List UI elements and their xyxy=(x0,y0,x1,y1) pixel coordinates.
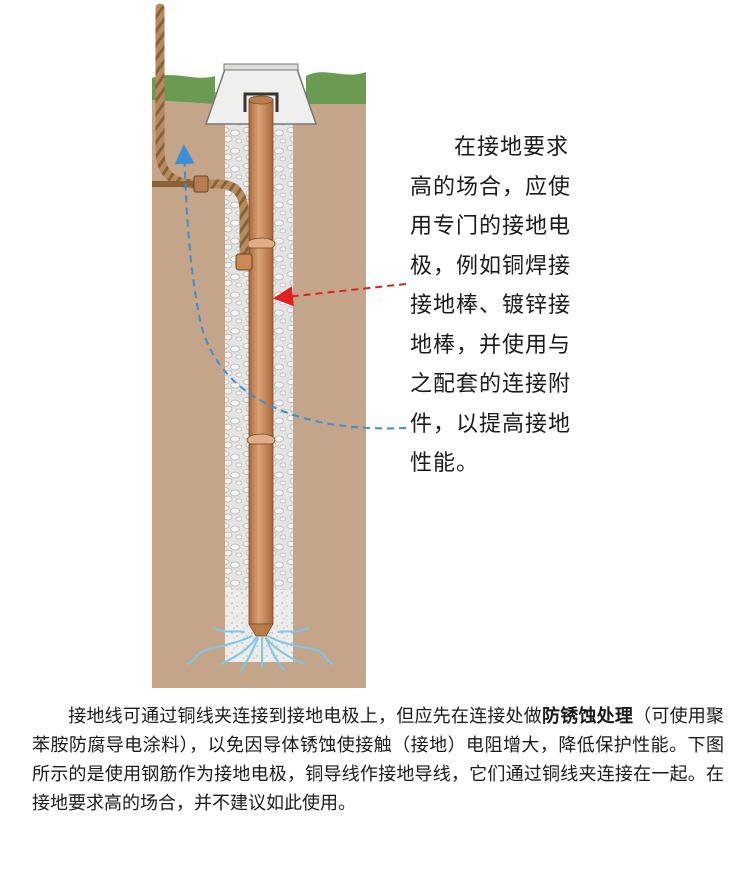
rod-pointer-arrow xyxy=(273,283,407,307)
ground-rod xyxy=(246,95,276,637)
callout-line: 在接地要求 xyxy=(454,135,570,160)
body-paragraph: 接地线可通过铜线夹连接到接地电极上，但应先在连接处做防锈蚀处理（可使用聚苯胺防腐… xyxy=(32,702,724,818)
callout-line: 之配套的连接附 xyxy=(410,372,572,397)
box-handle xyxy=(243,92,279,112)
wire-clamp xyxy=(235,253,253,271)
callout-line: 高的场合，应使 xyxy=(410,174,572,200)
moisture-roots xyxy=(187,627,333,673)
grass-left xyxy=(152,75,215,104)
callout-line: 地棒，并使用与 xyxy=(410,332,572,358)
pipe-clamp xyxy=(193,175,209,193)
paragraph-part1: 接地线可通过铜线夹连接到接地电极上，但应先在连接处做 xyxy=(68,706,542,727)
callout-line: 极，例如铜焊接 xyxy=(410,253,572,279)
grass-right xyxy=(306,72,366,104)
callout-line: 用专门的接地电 xyxy=(410,214,572,239)
callout-text: 在接地要求 高的场合，应使 用专门的接地电 极，例如铜焊接 接地棒、镀锌接 地棒… xyxy=(410,128,605,484)
paragraph-bold-term: 防锈蚀处理 xyxy=(542,706,634,727)
callout-line: 接地棒、镀锌接 xyxy=(410,293,572,318)
paragraph-part2: （可使用聚苯胺防腐导电涂料），以免因导体锈蚀使接触（接地）电阻增大，降低保护性能… xyxy=(32,706,725,814)
callout-line: 性能。 xyxy=(410,451,480,476)
callout-line: 件，以提高接地 xyxy=(410,411,572,437)
grounding-rod-illustration xyxy=(152,3,407,688)
current-path-arrow xyxy=(174,144,407,430)
